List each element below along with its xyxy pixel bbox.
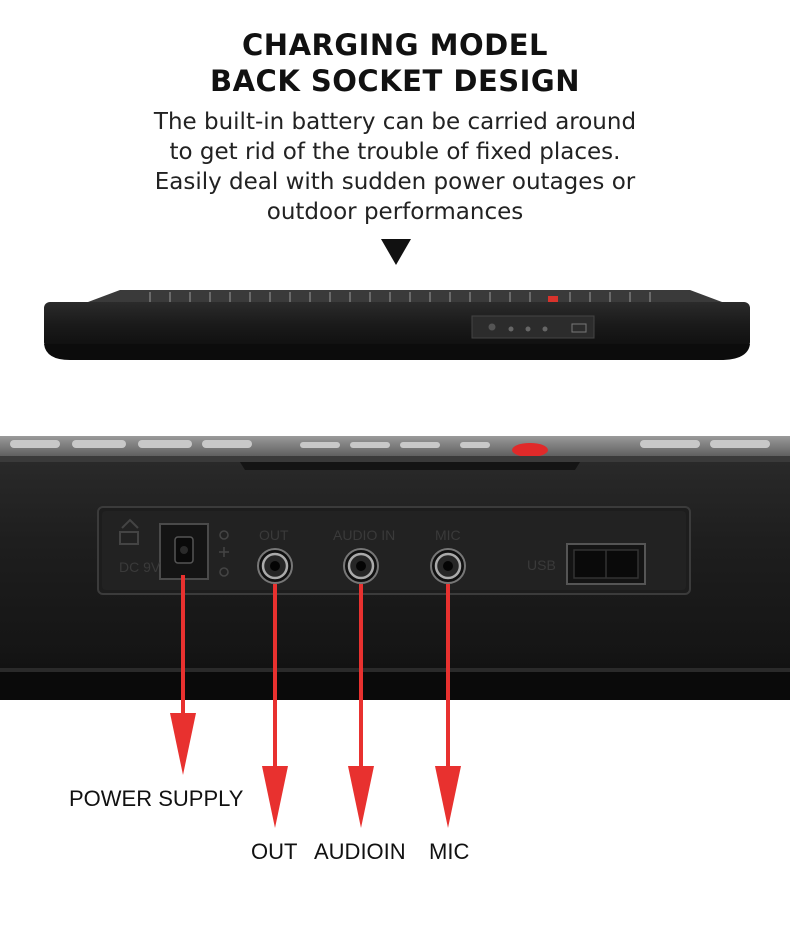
- audio-in-marking: AUDIO IN: [333, 527, 395, 543]
- voltage-marking: DC 9V: [119, 559, 161, 575]
- mic-marking: MIC: [435, 527, 461, 543]
- out-marking: OUT: [259, 527, 289, 543]
- usb-marking: USB: [527, 557, 556, 573]
- usb-port-icon: [566, 543, 646, 585]
- audio-in-label: AUDIOIN: [314, 839, 406, 864]
- audio-jack-icon: [257, 548, 293, 584]
- audio-jack-icon: [343, 548, 379, 584]
- back-panel-closeup: DC 9V OUT AUDIO IN MIC USB: [0, 436, 790, 700]
- description-line-4: outdoor performances: [266, 199, 524, 225]
- callout-arrows: [170, 575, 461, 828]
- description-line-2: to get rid of the trouble of fixed place…: [169, 139, 621, 165]
- down-arrow-icon: [381, 239, 411, 265]
- audio-jack-icon: [430, 548, 466, 584]
- description-line-1: The built-in battery can be carried arou…: [153, 109, 637, 135]
- keyboard-overview: [44, 290, 750, 360]
- description: The built-in battery can be carried arou…: [0, 107, 790, 227]
- heading-line-2: BACK SOCKET DESIGN: [209, 64, 580, 98]
- power-supply-label: POWER SUPPLY: [69, 786, 244, 811]
- heading-line-1: CHARGING MODEL: [242, 28, 548, 62]
- out-label: OUT: [251, 839, 298, 864]
- mic-label: MIC: [429, 839, 470, 864]
- description-line-3: Easily deal with sudden power outages or: [154, 169, 636, 195]
